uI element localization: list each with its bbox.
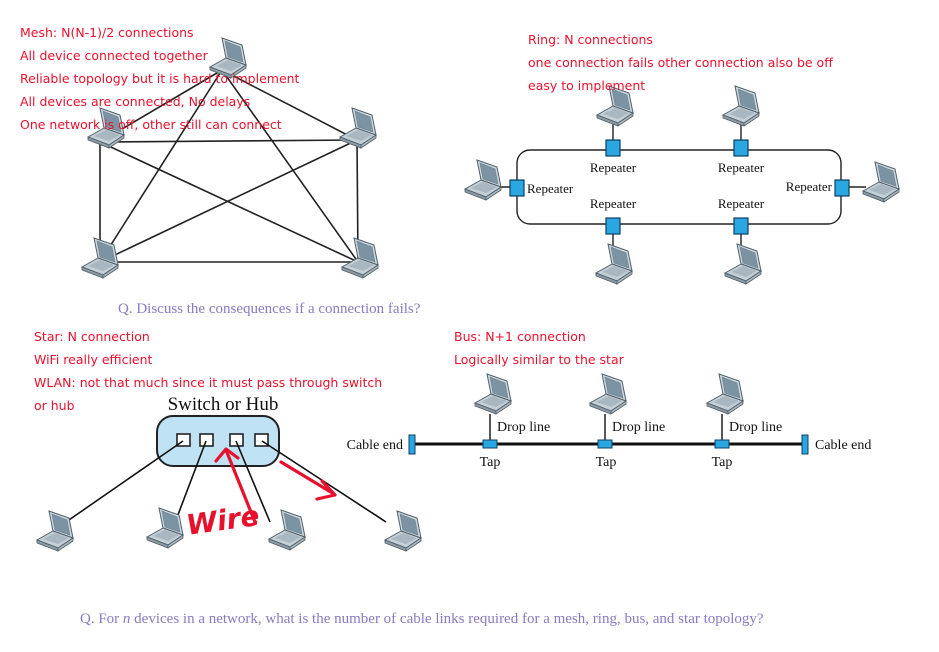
repeater-icon [605, 139, 621, 157]
bus-note: Logically similar to the star [454, 352, 624, 367]
bus-topology: Cable end Cable end Drop line Drop line … [347, 373, 871, 470]
bus-note-formula: Bus: N+1 connection [454, 329, 586, 344]
laptop-icon [706, 373, 744, 415]
cable-end-icon [408, 434, 416, 455]
drop-lines [489, 414, 723, 440]
mesh-note-formula: Mesh: N(N-1)/2 connections [20, 25, 194, 40]
star-note: WLAN: not that much since it must pass t… [34, 375, 383, 390]
drop-line-label: Drop line [612, 420, 665, 435]
repeater-label: Repeater [718, 160, 765, 175]
ring-note-formula: Ring: N connections [528, 32, 653, 47]
repeater-label: Repeater [527, 181, 574, 196]
repeater-label: Repeater [718, 196, 765, 211]
mesh-links [99, 69, 359, 263]
laptop-icon [474, 373, 512, 415]
laptop-icon [589, 373, 627, 415]
cable-end-icon [801, 434, 809, 455]
laptop-icon [595, 243, 633, 285]
question-suffix: devices in a network, what is the number… [130, 611, 764, 627]
arrow-down-head [315, 479, 337, 501]
cable-end-label: Cable end [347, 438, 403, 453]
laptop-icon [341, 237, 379, 279]
repeater-label: Repeater [590, 160, 637, 175]
arrow-up-head [214, 447, 240, 463]
tap-label: Tap [596, 455, 617, 470]
laptop-icon [724, 243, 762, 285]
ring-topology: Repeater Repeater Repeater Repeater Repe… [464, 85, 900, 285]
question-prefix: Q. For [80, 611, 123, 627]
ring-note: one connection fails other connection al… [528, 55, 833, 70]
question-variable: n [122, 611, 131, 627]
tap-label: Tap [480, 455, 501, 470]
laptop-icon [146, 507, 184, 549]
mesh-note: All devices are connected, No delays [20, 94, 251, 109]
laptop-icon [464, 159, 502, 201]
laptop-icon [339, 107, 377, 149]
tap-icon [714, 439, 730, 449]
ring-device-links [493, 124, 866, 250]
hub-port-icon [199, 433, 214, 447]
repeater-label: Repeater [590, 196, 637, 211]
star-topology: Switch or Hub Wire [36, 394, 422, 552]
mesh-note: All device connected together [20, 48, 208, 63]
hub-box [156, 415, 280, 467]
star-note: WiFi really efficient [34, 352, 153, 367]
handwritten-wire-text: Wire [184, 499, 261, 542]
star-note-formula: Star: N connection [34, 329, 150, 344]
tap-label: Tap [712, 455, 733, 470]
mesh-note: One network is off, other still can conn… [20, 117, 282, 132]
drop-line-label: Drop line [497, 420, 550, 435]
repeater-icon [509, 179, 525, 197]
arrow-down [279, 460, 336, 496]
star-note: or hub [34, 398, 75, 413]
drop-line-label: Drop line [729, 420, 782, 435]
mesh-topology [81, 37, 379, 279]
ring-note: easy to implement [528, 78, 646, 93]
laptop-icon [268, 509, 306, 551]
question-cable-links: Q. For n devices in a network, what is t… [80, 611, 764, 628]
repeater-icon [733, 217, 749, 235]
repeater-icon [605, 217, 621, 235]
mesh-note: Reliable topology but it is hard to impl… [20, 71, 300, 86]
hub-label: Switch or Hub [168, 394, 279, 415]
repeater-icon [733, 139, 749, 157]
repeater-icon [834, 179, 850, 197]
laptop-icon [81, 237, 119, 279]
handwritten-arrows [214, 447, 337, 524]
arrow-up [224, 448, 257, 524]
laptop-icon [722, 85, 760, 127]
repeater-label: Repeater [786, 179, 833, 194]
cable-end-label: Cable end [815, 438, 871, 453]
tap-icon [597, 439, 613, 449]
tap-icon [482, 439, 498, 449]
question-connection-fails: Q. Discuss the consequences if a connect… [118, 301, 421, 317]
laptop-icon [384, 510, 422, 552]
laptop-icon [862, 161, 900, 203]
hub-port-icon [229, 433, 244, 447]
laptop-icon [36, 510, 74, 552]
